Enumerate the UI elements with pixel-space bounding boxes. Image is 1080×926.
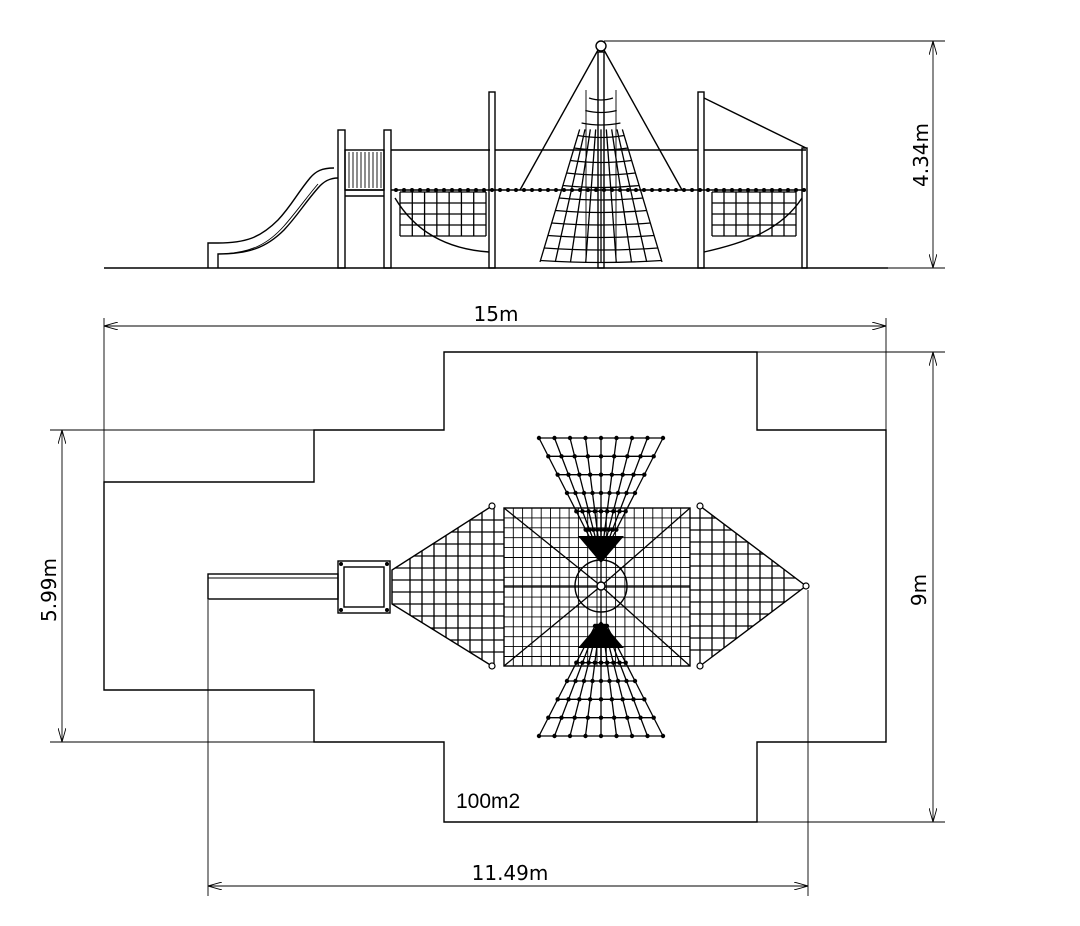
post-elevation-end — [801, 147, 808, 269]
central-mast-elevation — [597, 51, 605, 269]
side-net-right-elevation — [711, 191, 797, 237]
side-elevation-view — [104, 40, 888, 269]
right-wing-net-plan — [690, 502, 810, 670]
guy-cable-right — [603, 49, 683, 191]
post-elevation-left — [488, 91, 496, 269]
plan-view — [103, 351, 887, 823]
guy-cable-left — [519, 49, 599, 191]
hourglass-net-top-plan — [536, 435, 666, 551]
guy-cable-end — [703, 97, 807, 149]
rope-rail-elevation — [394, 188, 806, 192]
mast-center — [596, 581, 606, 591]
tower-plan — [337, 560, 391, 614]
width-label: 9m — [907, 574, 931, 606]
mast-ring — [574, 559, 628, 613]
height-label: 4.34m — [909, 123, 933, 187]
dimension-inner-length: 11.49m — [207, 590, 809, 896]
left-wing-net-plan — [391, 502, 504, 670]
inner-length-label: 11.49m — [472, 861, 549, 885]
dimension-inner-width: 5.99m — [37, 429, 314, 743]
side-net-left-elevation — [399, 191, 487, 237]
inner-width-label: 5.99m — [37, 558, 61, 622]
hammock-net-right — [703, 197, 803, 253]
mast-shadow-bottom — [578, 621, 624, 648]
dimension-length: 15m — [103, 302, 887, 482]
pyramid-net-elevation — [539, 90, 663, 264]
dimension-width: 9m — [757, 351, 945, 823]
dimension-height: 4.34m — [604, 40, 945, 269]
area-label: 100m2 — [456, 790, 520, 813]
post-elevation-right — [697, 91, 705, 269]
slide-plan — [207, 573, 339, 600]
safety-zone-outline — [103, 351, 887, 823]
mast-shadow-top — [578, 536, 624, 563]
length-label: 15m — [474, 302, 519, 326]
slide-elevation — [207, 167, 339, 268]
tower-elevation — [337, 129, 490, 269]
hammock-net-left — [394, 197, 490, 253]
mast-top — [595, 40, 607, 52]
